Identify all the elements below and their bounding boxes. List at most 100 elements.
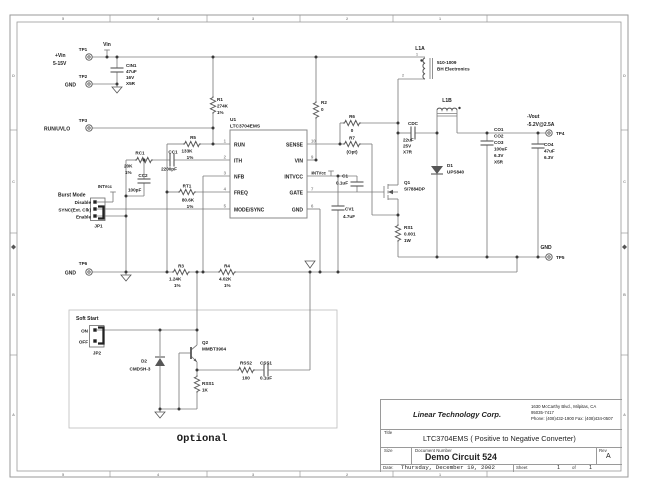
junction-dot — [336, 174, 340, 178]
testpoint-inner — [87, 82, 91, 86]
text-label: 3 — [252, 17, 254, 21]
resistor-RT1 — [178, 188, 196, 196]
text-label: -5.2V@2.5A — [527, 122, 555, 128]
date-value: Thursday, December 19, 2002 — [401, 464, 495, 471]
junction-dot — [105, 55, 109, 59]
npn-emitter-arrow — [193, 358, 197, 362]
text-label: 4 — [157, 473, 160, 477]
sheet-border-inner — [16, 21, 622, 472]
text-label: 2 — [224, 155, 227, 160]
testpoint — [545, 253, 553, 261]
text-label: RC1 — [135, 151, 145, 156]
text-label: Vin — [103, 42, 111, 48]
sheet-total: 1 — [589, 464, 593, 471]
testpoint-inner — [87, 270, 91, 274]
text-label: D2 — [141, 359, 147, 364]
text-label: GND — [65, 83, 77, 89]
jumper-shunt — [98, 326, 105, 345]
junction-dot — [515, 255, 519, 259]
text-label: 1K — [202, 388, 209, 393]
centerline-left — [11, 244, 16, 250]
text-label: TP3 — [79, 118, 88, 123]
resistor-RSS1 — [193, 375, 201, 393]
title-block: Linear Technology Corp. 1630 McCarthy Bl… — [380, 399, 622, 472]
text-label: 6 — [311, 204, 314, 209]
mosfet-body-arrow — [388, 189, 393, 195]
text-label: D — [12, 74, 15, 78]
text-label: VIN — [295, 159, 304, 165]
text-label: CC1 — [168, 150, 178, 155]
text-label: CDC — [408, 121, 419, 126]
jumper-shunt — [98, 205, 105, 220]
wire — [190, 344, 198, 351]
text-label: TP1 — [79, 47, 88, 52]
text-label: Q2 — [202, 340, 209, 345]
junction-dot — [485, 255, 489, 259]
junction-dot — [165, 190, 169, 194]
testpoint-inner — [87, 55, 91, 59]
resistor-R4 — [218, 268, 236, 276]
text-label: 5-15V — [53, 61, 67, 67]
text-label: Si7884DP — [404, 187, 425, 192]
text-label: CMDSH-3 — [130, 367, 151, 372]
inductor-L1A — [422, 57, 426, 80]
resistor-R6 — [343, 119, 361, 127]
text-label: RSS1 — [202, 381, 214, 386]
company-address-line2: 95035-7417 — [531, 409, 554, 415]
junction-dot — [124, 214, 128, 218]
company-logo-text: Linear Technology Corp. — [413, 410, 502, 419]
text-label: 47uF — [544, 149, 555, 154]
text-label: R5 — [190, 135, 196, 140]
text-label: 1.24K — [169, 277, 182, 282]
junction-dot — [485, 131, 489, 135]
gnd-cin1-icon — [111, 86, 123, 94]
text-label: R3 — [178, 264, 184, 269]
jumper-pad — [93, 207, 97, 211]
junction-dot — [142, 158, 146, 162]
schematic-title: LTC3704EMS ( Positive to Negative Conver… — [423, 434, 576, 443]
text-label: 0.001 — [404, 232, 416, 237]
text-label: 1% — [187, 155, 194, 160]
text-label: INTVcc — [312, 171, 327, 176]
text-label: 3 — [252, 473, 254, 477]
junction-dot — [396, 213, 400, 217]
junction-dot — [177, 407, 181, 411]
junction-dot — [201, 270, 205, 274]
text-label: JP1 — [94, 224, 103, 229]
text-label: 133K — [182, 149, 194, 154]
text-label: 1% — [217, 110, 224, 115]
junction-dot — [314, 55, 318, 59]
testpoint-inner — [547, 131, 551, 135]
text-label: 4.02K — [219, 277, 232, 282]
size-label: Size — [384, 448, 393, 453]
text-label: L1B — [442, 98, 452, 104]
text-label: 80.6K — [182, 198, 195, 203]
jumper-pad — [93, 200, 97, 204]
junction-dot — [435, 255, 439, 259]
text-label: CIN1 — [126, 63, 137, 68]
junction-dot — [195, 368, 199, 372]
text-label: 1W — [404, 238, 412, 243]
text-label: 5 — [224, 204, 227, 209]
text-label: 6.3V — [494, 153, 504, 158]
text-label: 100uF — [494, 147, 507, 152]
junction-dot — [211, 55, 215, 59]
text-label: 0 — [321, 107, 324, 112]
junction-dot — [396, 121, 400, 125]
text-label: 1 — [439, 17, 441, 21]
text-label: OFF — [79, 340, 88, 345]
company-address-line3: Phone: (408)432-1900 Fax: (408)434-0507 — [531, 415, 613, 421]
text-label: CV1 — [345, 207, 354, 212]
text-label: 20K — [124, 164, 133, 169]
text-label: D1 — [447, 163, 453, 168]
text-label: ON — [81, 329, 89, 334]
text-label: R1 — [217, 97, 223, 102]
sheet-label: Sheet — [516, 465, 528, 470]
text-label: BH Electronics — [437, 67, 470, 72]
text-label: 7 — [311, 187, 314, 192]
junction-dot — [336, 270, 340, 274]
text-label: TP2 — [79, 74, 88, 79]
text-label: X5R — [494, 160, 504, 165]
